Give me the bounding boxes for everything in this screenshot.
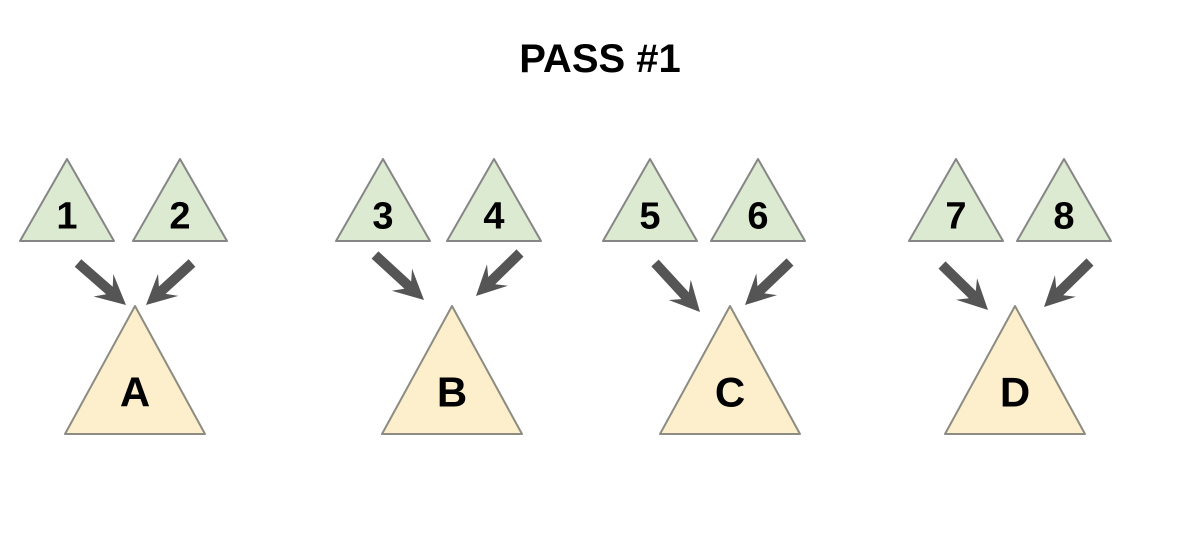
source-triangle[interactable]: 5 [602, 158, 698, 242]
triangle-shape [1016, 158, 1112, 242]
source-triangle[interactable]: 6 [710, 158, 806, 242]
triangle-shape [944, 305, 1086, 435]
source-triangle[interactable]: 1 [19, 158, 115, 242]
arrow-5-to-C-icon [651, 259, 700, 312]
arrow-3-to-B-icon [371, 251, 424, 300]
merge-group: 1 2A [19, 158, 228, 435]
source-triangle-label: 6 [747, 195, 768, 237]
target-triangle[interactable]: D [944, 305, 1086, 435]
arrow-1-to-A-icon [74, 259, 126, 305]
source-triangle-label: 3 [372, 195, 393, 237]
triangle-shape [602, 158, 698, 242]
triangle-shape [19, 158, 115, 242]
triangle-shape [908, 158, 1004, 242]
triangle-shape [710, 158, 806, 242]
source-triangle[interactable]: 2 [132, 158, 228, 242]
triangle-shape [446, 158, 542, 242]
page-title: PASS #1 [519, 37, 681, 81]
target-triangle[interactable]: A [64, 305, 206, 435]
target-triangle-label: C [715, 368, 745, 415]
source-triangle[interactable]: 8 [1016, 158, 1112, 242]
source-triangle-label: 1 [56, 195, 77, 237]
source-triangle-label: 2 [169, 195, 190, 237]
merge-group: 3 4B [335, 158, 542, 435]
triangle-shape [659, 305, 801, 435]
source-triangle-label: 5 [639, 195, 660, 237]
triangle-shape [64, 305, 206, 435]
merge-group: 7 8D [908, 158, 1112, 435]
source-triangle-label: 8 [1053, 195, 1074, 237]
triangle-shape [132, 158, 228, 242]
arrow-2-to-A-icon [146, 259, 196, 305]
arrow-6-to-C-icon [745, 258, 794, 305]
arrow-8-to-D-icon [1044, 258, 1094, 307]
groups-layer: 1 2A 3 4B 5 6C 7 8D [19, 158, 1112, 435]
source-triangle-label: 7 [945, 195, 966, 237]
target-triangle-label: B [437, 368, 467, 415]
target-triangle[interactable]: C [659, 305, 801, 435]
target-triangle-label: A [120, 368, 150, 415]
triangle-shape [381, 305, 523, 435]
merge-group: 5 6C [602, 158, 806, 435]
arrow-7-to-D-icon [938, 261, 988, 310]
source-triangle[interactable]: 4 [446, 158, 542, 242]
target-triangle-label: D [1000, 368, 1030, 415]
arrow-4-to-B-icon [476, 249, 524, 296]
target-triangle[interactable]: B [381, 305, 523, 435]
triangle-shape [335, 158, 431, 242]
source-triangle[interactable]: 7 [908, 158, 1004, 242]
source-triangle[interactable]: 3 [335, 158, 431, 242]
source-triangle-label: 4 [483, 195, 504, 237]
